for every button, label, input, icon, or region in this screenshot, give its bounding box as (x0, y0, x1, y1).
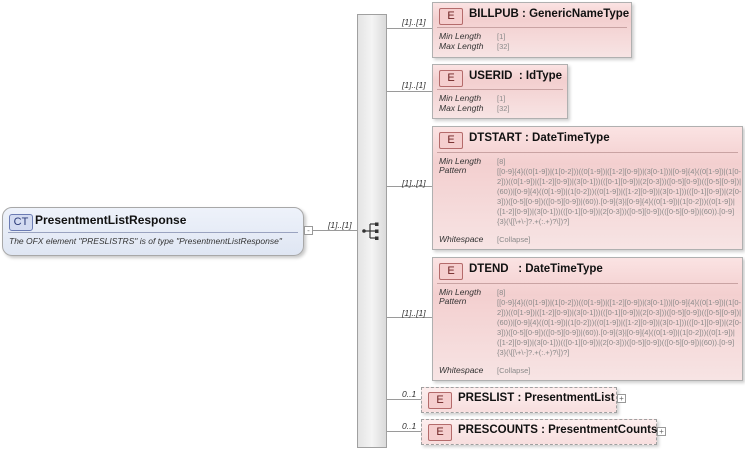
facet-value: [32] (497, 104, 510, 113)
element-name: DTEND : DateTimeType (469, 263, 603, 275)
element-dtend[interactable]: E DTEND : DateTimeType Min Length [8] Pa… (432, 257, 743, 381)
ct-multiplicity: [1]..[1] (328, 220, 352, 230)
pattern-value: [[0-9]{4}((0[1-9])|(1[0-2]))((0[1-9])|([… (497, 298, 742, 357)
complex-type-box[interactable]: CT PresentmentListResponse The OFX eleme… (2, 207, 304, 256)
element-separator (437, 152, 738, 153)
element-name: BILLPUB : GenericNameType (469, 8, 630, 20)
facet-value: [32] (497, 42, 510, 51)
prescounts-expand-toggle[interactable]: + (657, 427, 666, 436)
element-badge: E (428, 424, 452, 441)
connector-dtstart (385, 186, 432, 187)
element-badge: E (439, 70, 463, 87)
connector-dtend (385, 317, 432, 318)
prescounts-multiplicity: 0..1 (402, 421, 417, 431)
facet-label: Min Length (439, 156, 482, 166)
ct-separator (8, 232, 298, 233)
connector-ct-to-seq (313, 230, 357, 231)
facet-value: [Collapse] (497, 235, 531, 244)
preslist-multiplicity: 0..1 (402, 389, 417, 399)
facet-label: Pattern (439, 165, 467, 175)
pattern-value: [[0-9]{4}((0[1-9])|(1[0-2]))((0[1-9])|([… (497, 167, 742, 226)
element-preslist[interactable]: E PRESLIST : PresentmentList (421, 387, 617, 413)
complex-type-description: The OFX element "PRESLISTRS" is of type … (9, 236, 282, 246)
facet-label: Min Length (439, 93, 482, 103)
facet-label: Whitespace (439, 234, 484, 244)
element-badge: E (428, 392, 452, 409)
dtend-multiplicity: [1]..[1] (402, 308, 426, 318)
element-badge: E (439, 263, 463, 280)
billpub-multiplicity: [1]..[1] (402, 17, 426, 27)
facet-label: Min Length (439, 31, 482, 41)
element-userid[interactable]: E USERID : IdType Min Length [1] Max Len… (432, 64, 568, 119)
facet-value: [8] (497, 157, 506, 166)
preslist-expand-toggle[interactable]: + (617, 394, 626, 403)
facet-value: [8] (497, 288, 506, 297)
facet-label: Pattern (439, 296, 467, 306)
facet-label: Min Length (439, 287, 482, 297)
element-badge: E (439, 8, 463, 25)
element-badge: E (439, 132, 463, 149)
facet-label: Whitespace (439, 365, 484, 375)
facet-value: [Collapse] (497, 366, 531, 375)
element-separator (437, 89, 563, 90)
element-billpub[interactable]: E BILLPUB : GenericNameType Min Length [… (432, 2, 632, 58)
element-name: PRESCOUNTS : PresentmentCounts (458, 424, 658, 436)
connector-billpub (385, 28, 432, 29)
facet-value: [1] (497, 94, 506, 103)
facet-label: Max Length (439, 41, 484, 51)
element-name: PRESLIST : PresentmentList (458, 392, 615, 404)
ct-badge: CT (9, 214, 33, 231)
element-prescounts[interactable]: E PRESCOUNTS : PresentmentCounts (421, 419, 657, 445)
sequence-icon (362, 222, 379, 240)
facet-label: Max Length (439, 103, 484, 113)
element-name: USERID : IdType (469, 70, 563, 82)
element-dtstart[interactable]: E DTSTART : DateTimeType Min Length [8] … (432, 126, 743, 250)
ct-collapse-toggle[interactable]: - (304, 226, 313, 235)
sequence-compositor[interactable] (357, 14, 387, 448)
connector-prescounts (385, 431, 421, 432)
connector-preslist (385, 399, 421, 400)
connector-userid (385, 91, 432, 92)
userid-multiplicity: [1]..[1] (402, 80, 426, 90)
element-name: DTSTART : DateTimeType (469, 132, 610, 144)
facet-value: [1] (497, 32, 506, 41)
dtstart-multiplicity: [1]..[1] (402, 178, 426, 188)
element-separator (437, 27, 627, 28)
element-separator (437, 283, 738, 284)
complex-type-name: PresentmentListResponse (35, 213, 187, 227)
